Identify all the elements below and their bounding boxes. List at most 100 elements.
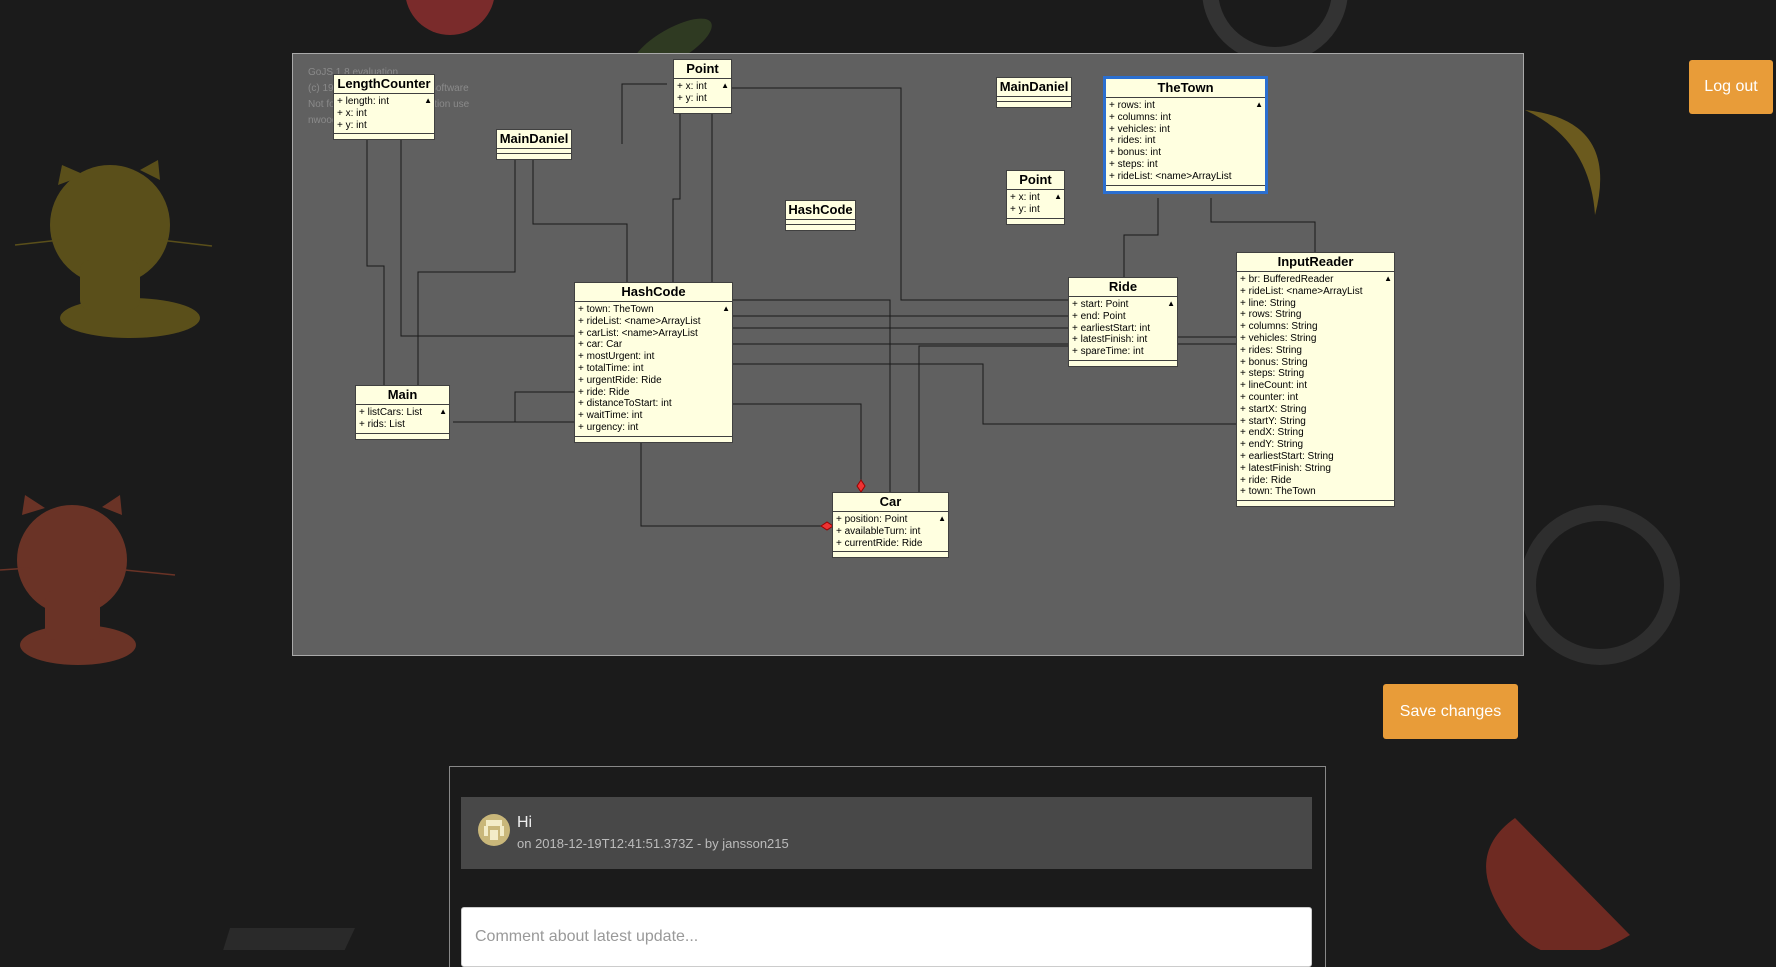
class-attribute: + totalTime: int (578, 362, 644, 374)
class-name: Main (356, 386, 449, 405)
class-node[interactable]: TheTown▲+ rows: int+ columns: int+ vehic… (1103, 76, 1268, 194)
class-attribute: + x: int (677, 81, 707, 92)
class-operations (674, 108, 731, 113)
uml-diagram-canvas[interactable]: GoJS 1.8 evaluation (c) 1998-2018 Northw… (292, 53, 1524, 656)
class-operations (786, 225, 855, 230)
collapse-icon[interactable]: ▲ (722, 304, 730, 313)
comment-input[interactable] (461, 907, 1312, 967)
class-name: Ride (1069, 278, 1177, 297)
class-name: LengthCounter (334, 75, 434, 94)
comment-title: Hi (517, 814, 533, 831)
class-attribute: + rideList: <name>ArrayList (1109, 170, 1232, 182)
class-node[interactable]: Car▲+ position: Point+ availableTurn: in… (832, 492, 949, 559)
class-attribute: + town: TheTown (1240, 486, 1316, 498)
class-attribute: + distanceToStart: int (578, 398, 672, 410)
class-operations (1069, 361, 1177, 366)
class-attribute: + vehicles: String (1240, 332, 1317, 344)
class-node[interactable]: HashCode (785, 200, 856, 231)
class-operations (833, 552, 948, 557)
class-attribute: + vehicles: int (1109, 123, 1170, 135)
collapse-icon[interactable]: ▲ (721, 81, 729, 90)
class-node[interactable]: InputReader ▲ + br: BufferedReader+ rideLi… (1236, 252, 1395, 508)
class-attribute: + steps: String (1240, 368, 1305, 380)
class-attribute: + rids: List (359, 418, 405, 430)
class-attributes: ▲+ start: Point+ end: Point+ earliestSta… (1069, 297, 1177, 361)
class-operations (575, 437, 732, 442)
class-attributes: ▲ + br: BufferedReader+ rideList: <name>A… (1237, 272, 1394, 502)
class-attribute: + waitTime: int (578, 410, 643, 422)
class-attribute: + columns: String (1240, 321, 1318, 333)
class-attribute: + currentRide: Ride (836, 537, 923, 549)
class-attribute: + position: Point (836, 514, 908, 525)
class-node[interactable]: Main▲+ listCars: List+ rids: List (355, 385, 450, 440)
collapse-icon[interactable]: ▲ (1167, 299, 1175, 308)
diagram-links (366, 83, 1316, 531)
class-attribute: + startX: String (1240, 403, 1307, 415)
class-attribute: + earliestStart: String (1240, 450, 1334, 462)
comment-meta: on 2018-12-19T12:41:51.373Z - by jansson… (517, 836, 789, 851)
class-attribute: + lineCount: int (1240, 380, 1307, 392)
class-attribute: + line: String (1240, 297, 1296, 309)
class-operations (334, 134, 434, 139)
logout-button[interactable]: Log out (1689, 60, 1773, 114)
class-node[interactable]: Point ▲ + x: int+ y: int (673, 59, 732, 114)
class-attribute: + rideList: <name>ArrayList (1240, 285, 1363, 297)
collapse-icon[interactable]: ▲ (1384, 274, 1392, 283)
comments-panel: Hi on 2018-12-19T12:41:51.373Z - by jans… (449, 766, 1326, 967)
class-attribute: + startY: String (1240, 415, 1306, 427)
class-attributes: ▲ + length: int+ x: int+ y: int (334, 94, 434, 135)
class-attributes (997, 97, 1071, 102)
class-operations (997, 102, 1071, 107)
class-attributes: ▲+ town: TheTown+ rideList: <name>ArrayL… (575, 302, 732, 437)
class-attribute: + y: int (677, 92, 707, 104)
class-attribute: + y: int (1010, 203, 1040, 215)
class-node[interactable]: MainDaniel (496, 129, 572, 160)
class-attribute: + urgentRide: Ride (578, 374, 662, 386)
collapse-icon[interactable]: ▲ (1255, 100, 1263, 109)
class-attribute: + urgency: int (578, 421, 639, 433)
class-attribute: + ride: Ride (578, 386, 630, 398)
class-attribute: + y: int (337, 119, 367, 131)
class-attribute: + end: Point (1072, 310, 1126, 322)
class-attributes: ▲+ listCars: List+ rids: List (356, 405, 449, 434)
class-attribute: + mostUrgent: int (578, 351, 655, 363)
class-name: HashCode (575, 283, 732, 302)
collapse-icon[interactable]: ▲ (1054, 192, 1062, 201)
class-attributes (497, 149, 571, 154)
collapse-icon[interactable]: ▲ (439, 407, 447, 416)
class-node[interactable]: HashCode▲+ town: TheTown+ rideList: <nam… (574, 282, 733, 443)
class-operations (1007, 219, 1064, 224)
class-attribute: + bonus: int (1109, 147, 1161, 159)
class-name: Point (674, 60, 731, 79)
class-node[interactable]: MainDaniel (996, 77, 1072, 108)
class-attribute: + ride: Ride (1240, 474, 1292, 486)
aggregation-diamond (856, 479, 866, 493)
class-attributes: ▲+ position: Point+ availableTurn: int+ … (833, 512, 948, 553)
class-name: InputReader (1237, 253, 1394, 272)
class-attribute: + car: Car (578, 339, 623, 351)
class-name: Car (833, 493, 948, 512)
class-attribute: + x: int (1010, 192, 1040, 203)
class-attributes: ▲+ rows: int+ columns: int+ vehicles: in… (1106, 98, 1265, 186)
class-node[interactable]: Ride▲+ start: Point+ end: Point+ earlies… (1068, 277, 1178, 367)
class-attribute: + rides: String (1240, 344, 1302, 356)
class-node[interactable]: Point▲+ x: int+ y: int (1006, 170, 1065, 225)
comment-item: Hi on 2018-12-19T12:41:51.373Z - by jans… (461, 797, 1312, 869)
class-attribute: + latestFinish: int (1072, 334, 1148, 346)
class-attribute: + town: TheTown (578, 304, 654, 315)
class-operations (356, 434, 449, 439)
class-attribute: + spareTime: int (1072, 346, 1144, 358)
user-avatar (478, 814, 510, 846)
class-node[interactable]: LengthCounter ▲ + length: int+ x: int+ y: … (333, 74, 435, 141)
class-attribute: + x: int (337, 107, 367, 119)
class-name: MainDaniel (497, 130, 571, 149)
class-attribute: + endX: String (1240, 427, 1304, 439)
class-attribute: + length: int (337, 96, 389, 107)
collapse-icon[interactable]: ▲ (424, 96, 432, 105)
collapse-icon[interactable]: ▲ (938, 514, 946, 523)
save-changes-button[interactable]: Save changes (1383, 684, 1518, 739)
class-operations (497, 154, 571, 159)
class-attribute: + br: BufferedReader (1240, 274, 1334, 285)
class-attributes: ▲ + x: int+ y: int (1007, 190, 1064, 219)
